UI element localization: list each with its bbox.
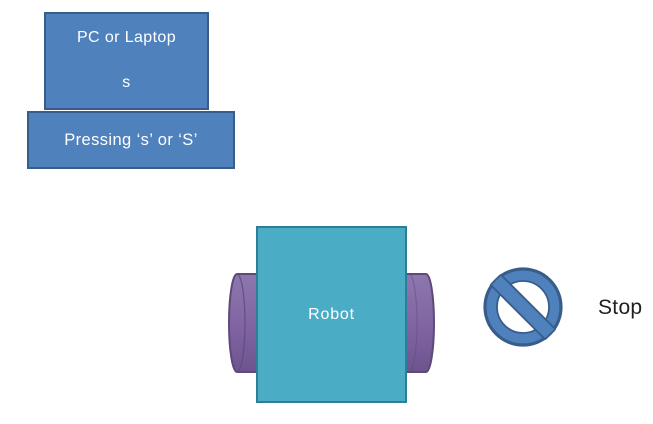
right-wheel-icon <box>405 273 435 373</box>
pc-or-laptop-box: PC or Laptop s <box>44 12 209 110</box>
pc-box-label-line2: s <box>122 74 131 91</box>
robot-box: Robot <box>256 226 407 403</box>
pc-box-label-line1: PC or Laptop <box>76 29 177 46</box>
pressing-s-box: Pressing ‘s’ or ‘S’ <box>27 111 235 169</box>
no-entry-icon <box>483 267 563 347</box>
left-wheel-icon <box>228 273 258 373</box>
robot-label: Robot <box>308 305 355 323</box>
pressing-box-label: Pressing ‘s’ or ‘S’ <box>64 130 198 149</box>
stop-label: Stop <box>598 296 643 319</box>
